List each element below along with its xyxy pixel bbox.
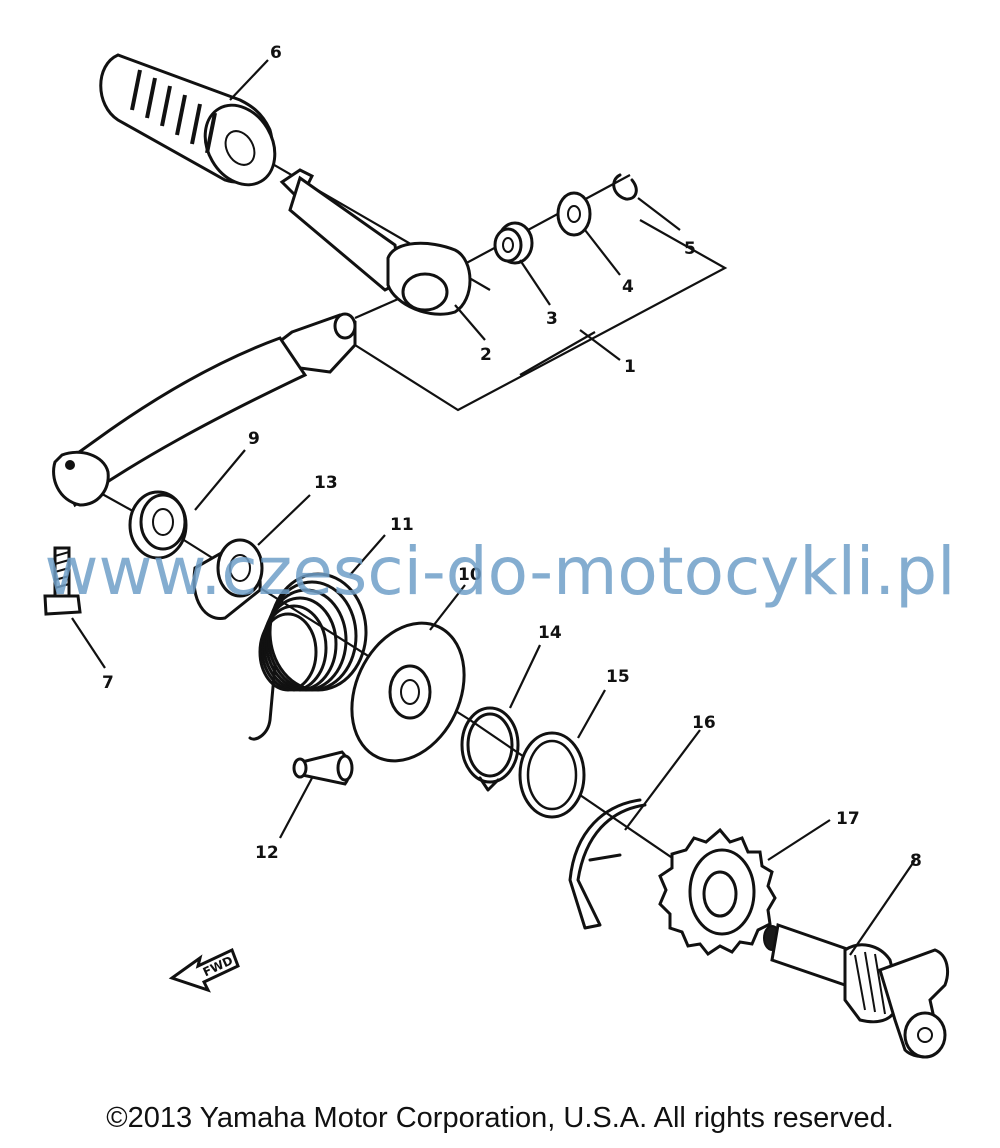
- callout-4: 4: [622, 277, 634, 297]
- washer-part-4: [556, 191, 592, 237]
- clip-part-5: [612, 173, 638, 201]
- callout-1: 1: [624, 357, 636, 377]
- callout-3: 3: [546, 309, 558, 329]
- kick-arm-lower: [52, 312, 357, 508]
- bolt-part-7: [43, 546, 82, 616]
- collar-part-13: [192, 538, 264, 620]
- callout-13: 13: [314, 473, 338, 493]
- leader-lines: [71, 59, 916, 956]
- grip-part-6: [99, 53, 277, 187]
- oil-seal-part-9: [128, 490, 188, 560]
- callout-6: 6: [270, 43, 282, 63]
- callout-2: 2: [480, 345, 492, 365]
- torsion-spring-part-11: [248, 572, 368, 741]
- fwd-arrow-icon: FWD: [168, 947, 240, 993]
- plate-part-10: [350, 621, 466, 763]
- callout-17: 17: [836, 809, 860, 829]
- pin-part-12: [292, 750, 354, 786]
- watermark-text: www.czesci-do-motocykli.pl: [44, 533, 956, 610]
- callout-9: 9: [248, 429, 260, 449]
- washer-part-15: [518, 731, 586, 819]
- callout-11: 11: [390, 515, 414, 535]
- copyright-text: ©2013 Yamaha Motor Corporation, U.S.A. A…: [106, 1102, 894, 1134]
- callout-15: 15: [606, 667, 630, 687]
- callout-5: 5: [684, 239, 696, 259]
- callout-12: 12: [255, 843, 279, 863]
- callout-7: 7: [102, 673, 114, 693]
- gear-part-17: [658, 827, 777, 957]
- bush-part-2: [401, 272, 449, 312]
- spring-part-3: [493, 221, 534, 265]
- callout-10: 10: [458, 565, 482, 585]
- kick-axle-part-8: [763, 923, 949, 1059]
- callout-8: 8: [910, 851, 922, 871]
- guide-part-16: [568, 798, 647, 930]
- callout-14: 14: [538, 623, 562, 643]
- callout-labels: 6 5 4 3 2 1 9 13 11 10 14 15 16 17 8 12 …: [102, 43, 922, 871]
- circlip-part-14: [460, 706, 520, 792]
- callout-16: 16: [692, 713, 716, 733]
